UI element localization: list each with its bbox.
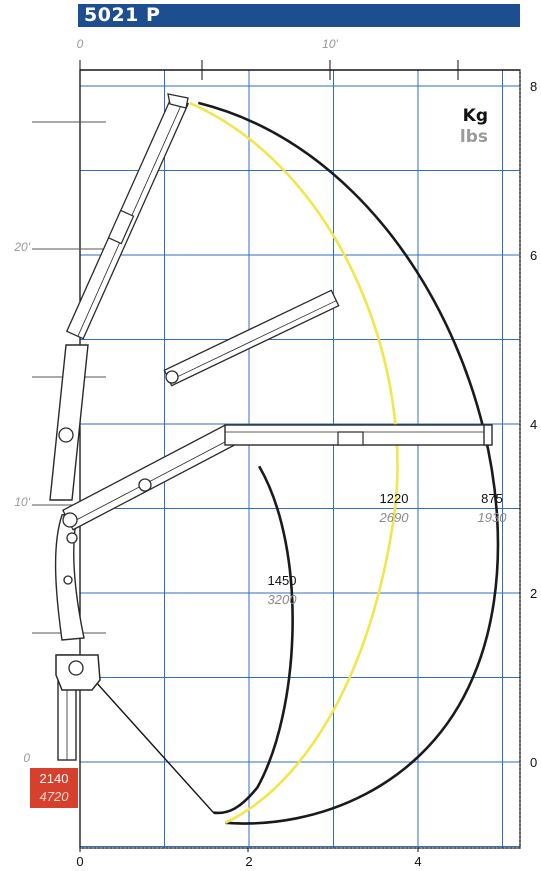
y-ft-label: 10': [14, 495, 30, 509]
crane-mid-tip-joint: [165, 370, 179, 384]
load-label-lbs: 1930: [478, 510, 508, 525]
units-kg: Kg: [463, 106, 488, 126]
load-label-kg: 875: [481, 491, 503, 506]
crane-tele-block: [337, 431, 364, 446]
base-capacity-badge: [30, 768, 78, 808]
x-tick-label: 4: [414, 854, 421, 869]
curve-1220: [189, 101, 399, 825]
chart-title: 5021 P: [84, 4, 161, 26]
title-bar: 5021 P: [78, 4, 520, 27]
x-ft-label: 10': [322, 37, 338, 51]
crane-base-joint: [68, 660, 84, 676]
y-ft-label: 0: [23, 751, 30, 765]
base-capacity-lbs: 4720: [40, 789, 70, 804]
curve-1450: [213, 465, 294, 815]
units-lbs: lbs: [460, 127, 488, 147]
crane-drawing: [49, 93, 493, 761]
load-label-lbs: 2690: [379, 510, 410, 525]
curve-875: [197, 101, 500, 825]
chart-frame: [32, 60, 521, 852]
load-label-kg: 1450: [268, 573, 297, 588]
base-capacity-kg: 2140: [40, 771, 69, 786]
crane-mid-tele: [163, 289, 340, 387]
crane-boom-main-stripe: [69, 438, 232, 524]
y-ft-label: 20': [13, 240, 30, 254]
load-label-lbs: 3200: [268, 592, 298, 607]
crane-boom-main: [62, 424, 236, 531]
load-curves: [83, 101, 500, 825]
grid: [80, 70, 520, 848]
crane-boom-pivot: [62, 512, 78, 528]
crane-inner-joint-1: [63, 575, 73, 585]
y-tick-label: 8: [530, 79, 537, 94]
y-tick-label: 4: [530, 417, 537, 432]
y-tick-label: 6: [530, 248, 537, 263]
y-tick-label: 0: [530, 755, 537, 770]
crane-raised-block: [107, 209, 135, 245]
y-tick-label: 2: [530, 586, 537, 601]
crane-tele-tip: [483, 424, 493, 446]
x-ft-label: 0: [77, 37, 84, 51]
load-label-kg: 1220: [380, 491, 409, 506]
curve-base-line: [83, 668, 215, 814]
crane-boom-cylinder-joint: [138, 478, 152, 492]
x-tick-label: 0: [76, 854, 83, 869]
crane-raised-joint: [58, 427, 74, 443]
crane-raised-inner: [49, 344, 89, 501]
x-tick-label: 2: [245, 854, 252, 869]
crane-mid-tele-stripe: [169, 300, 337, 382]
crane-raised-tip: [167, 93, 189, 109]
crane-inner-joint-2: [66, 532, 78, 544]
